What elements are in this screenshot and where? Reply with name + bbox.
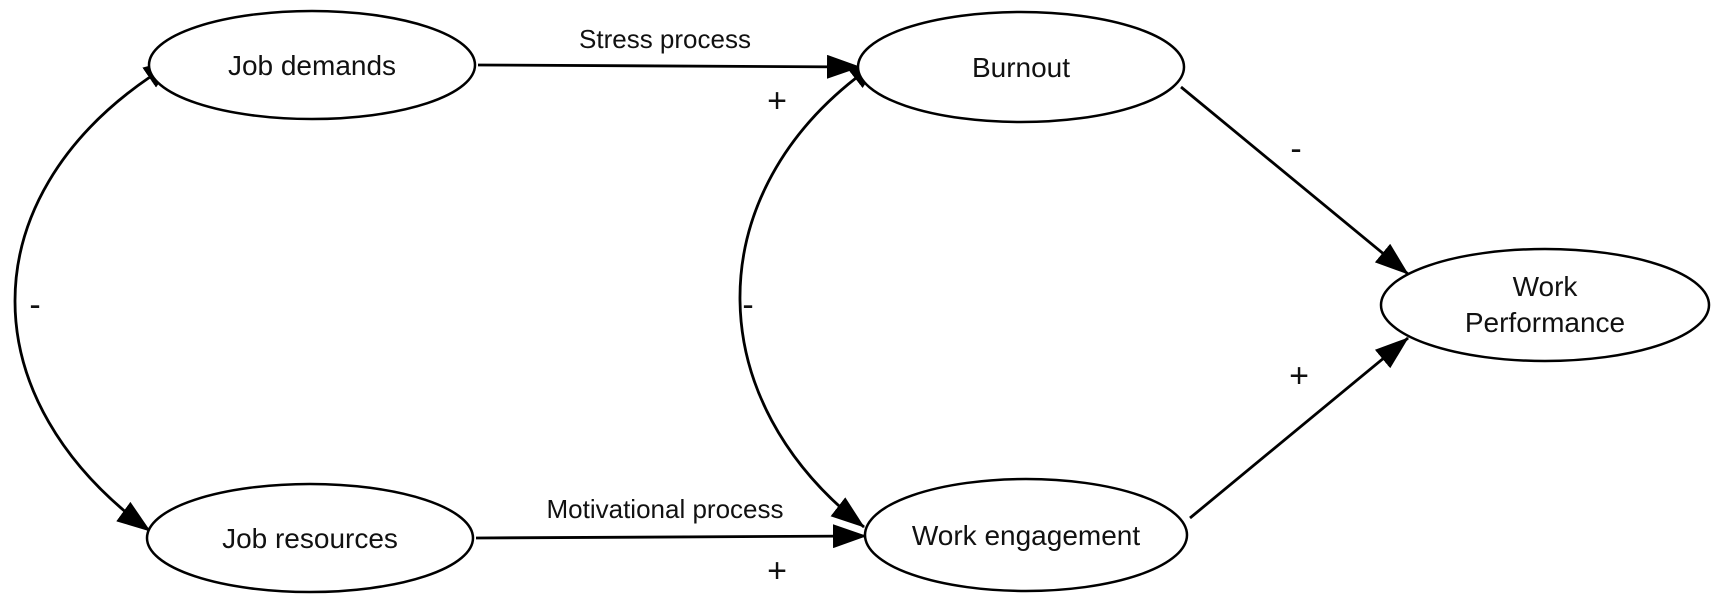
- node-burnout: Burnout: [856, 10, 1186, 124]
- node-work-performance: Work Performance: [1379, 247, 1711, 363]
- node-work-performance-label-line1: Work: [1513, 271, 1579, 302]
- node-job-resources: Job resources: [145, 482, 475, 594]
- node-job-demands-label: Job demands: [228, 50, 396, 81]
- sign-resources-to-engagement: +: [767, 552, 787, 590]
- node-job-demands: Job demands: [147, 9, 477, 121]
- burnout-to-performance-arrow: [1180, 85, 1409, 276]
- sign-engagement-to-performance: +: [1289, 357, 1309, 395]
- stress-process-arrow: [477, 54, 861, 79]
- sign-burnout-to-performance: -: [1290, 130, 1301, 168]
- sign-demands-to-burnout: +: [767, 82, 787, 120]
- node-burnout-label: Burnout: [972, 52, 1070, 83]
- node-work-performance-label-line2: Performance: [1465, 307, 1625, 338]
- sign-demands-resources: -: [29, 286, 40, 324]
- motivational-process-arrow: [475, 524, 867, 549]
- node-job-resources-label: Job resources: [222, 523, 398, 554]
- stress-process-label: Stress process: [579, 24, 751, 54]
- node-work-engagement-label: Work engagement: [912, 520, 1141, 551]
- demands-resources-curved-arrow: [13, 58, 178, 533]
- engagement-to-performance-arrow: [1189, 336, 1409, 520]
- node-work-engagement: Work engagement: [863, 477, 1189, 593]
- sign-burnout-engagement: -: [742, 286, 753, 324]
- burnout-engagement-curved-arrow: [738, 57, 882, 529]
- motivational-process-label: Motivational process: [547, 494, 784, 524]
